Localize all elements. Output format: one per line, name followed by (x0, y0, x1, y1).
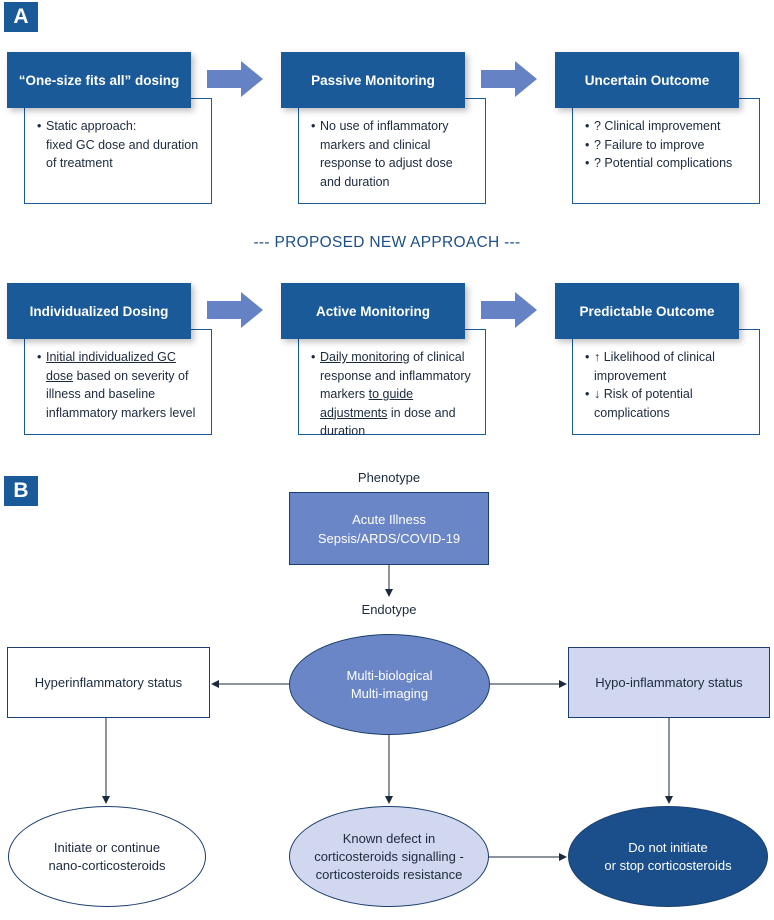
hypo-inflammatory-status-box: Hypo-inflammatory status (568, 647, 770, 718)
bullet-clinical-improvement: ? Clinical improvement (585, 117, 747, 136)
proposed-new-approach-heading: --- PROPOSED NEW APPROACH --- (253, 234, 521, 251)
endotype-label: Endotype (361, 602, 417, 617)
header-uncertain-outcome: Uncertain Outcome (555, 52, 739, 108)
panel-a-label: A (4, 2, 38, 32)
box-predictable-outcome: ↑ Likelihood of clinical improvement ↓ R… (572, 329, 760, 435)
box-individualized-dosing: Initial individualized GC dose based on … (24, 329, 212, 435)
box-uncertain-outcome: ? Clinical improvement ? Failure to impr… (572, 98, 760, 204)
arrow-right-icon (481, 292, 537, 328)
phenotype-label: Phenotype (357, 470, 421, 485)
hyperinflammatory-status-box: Hyperinflammatory status (7, 647, 210, 718)
box-one-size-dosing: Static approach: fixed GC dose and durat… (24, 98, 212, 204)
bullet-failure-to-improve: ? Failure to improve (585, 136, 747, 155)
header-active-monitoring: Active Monitoring (281, 283, 465, 339)
panel-b-label: B (4, 476, 38, 506)
arrow-right-icon (207, 292, 263, 328)
bullet-static-approach: Static approach: fixed GC dose and durat… (37, 117, 199, 173)
arrow-right-icon (207, 61, 263, 97)
bullet-daily-monitoring: Daily monitoring of clinical response an… (311, 348, 473, 441)
bullet-risk-complications: ↓ Risk of potential complications (585, 385, 747, 422)
box-active-monitoring: Daily monitoring of clinical response an… (298, 329, 486, 438)
bullet-likelihood-improvement: ↑ Likelihood of clinical improvement (585, 348, 747, 385)
bullet-potential-complications: ? Potential complications (585, 154, 747, 173)
header-passive-monitoring: Passive Monitoring (281, 52, 465, 108)
header-individualized-dosing: Individualized Dosing (7, 283, 191, 339)
bullet-no-markers: No use of inflammatory markers and clini… (311, 117, 473, 191)
box-passive-monitoring: No use of inflammatory markers and clini… (298, 98, 486, 204)
arrow-right-icon (481, 61, 537, 97)
bullet-initial-dose: Initial individualized GC dose based on … (37, 348, 199, 422)
header-one-size-dosing: “One-size fits all” dosing (7, 52, 191, 108)
header-predictable-outcome: Predictable Outcome (555, 283, 739, 339)
